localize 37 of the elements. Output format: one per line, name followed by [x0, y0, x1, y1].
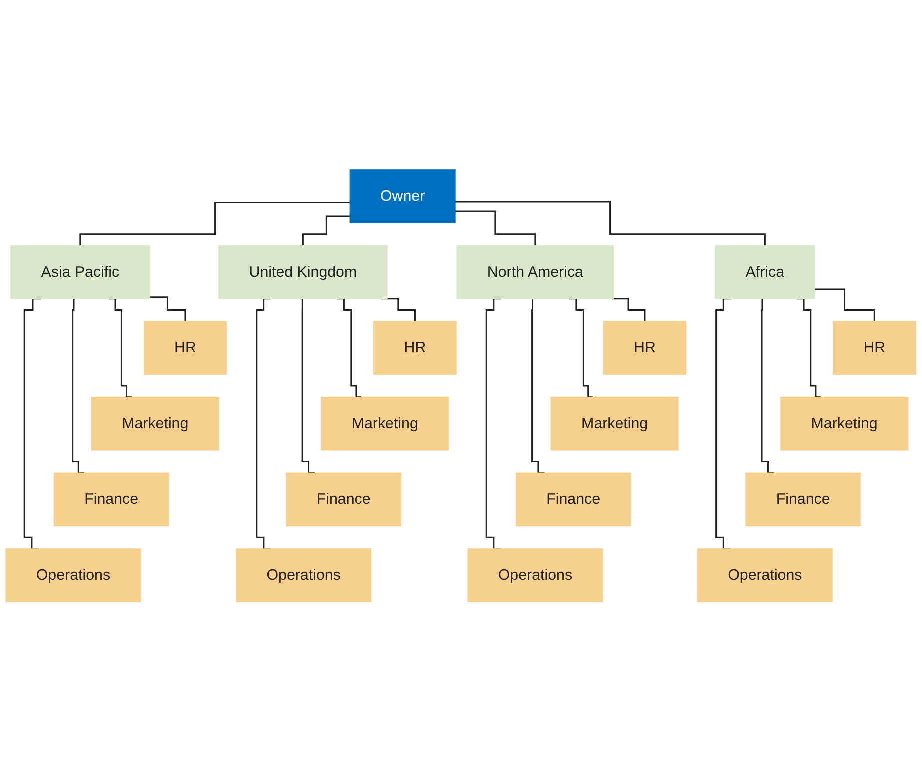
connector — [455, 201, 766, 247]
connector — [80, 202, 350, 247]
connector — [256, 298, 271, 550]
node-box: HR — [833, 321, 916, 375]
node-box: Marketing — [91, 397, 220, 451]
connector — [486, 298, 502, 550]
node-box: North America — [456, 245, 614, 300]
node-box: Africa — [715, 245, 816, 300]
node-box: Finance — [516, 472, 632, 527]
node-box: HR — [603, 321, 687, 375]
connector — [761, 298, 774, 474]
connector — [455, 210, 536, 247]
node-box: Asia Pacific — [10, 245, 150, 300]
node-box: Finance — [746, 472, 861, 527]
node-box: Operations — [236, 548, 372, 602]
connector — [814, 288, 876, 322]
connector — [532, 298, 545, 474]
node-box: Marketing — [321, 397, 450, 451]
node-box: United Kingdom — [218, 245, 388, 300]
connector — [24, 298, 42, 550]
node-box: Owner — [350, 170, 456, 224]
node-box: HR — [144, 321, 228, 375]
connector — [302, 298, 315, 474]
connector — [302, 216, 350, 247]
connector — [382, 298, 416, 322]
node-box: HR — [374, 321, 457, 375]
node-box: Marketing — [780, 397, 909, 451]
connector — [150, 296, 186, 322]
node-box: Finance — [54, 472, 170, 527]
connector — [716, 298, 731, 550]
node-box: Finance — [286, 472, 402, 527]
node-box: Operations — [6, 548, 142, 602]
node-box: Operations — [468, 548, 604, 602]
connector — [72, 298, 84, 474]
node-box: Operations — [697, 548, 833, 602]
node-box: Marketing — [550, 397, 679, 451]
connector — [612, 298, 646, 322]
